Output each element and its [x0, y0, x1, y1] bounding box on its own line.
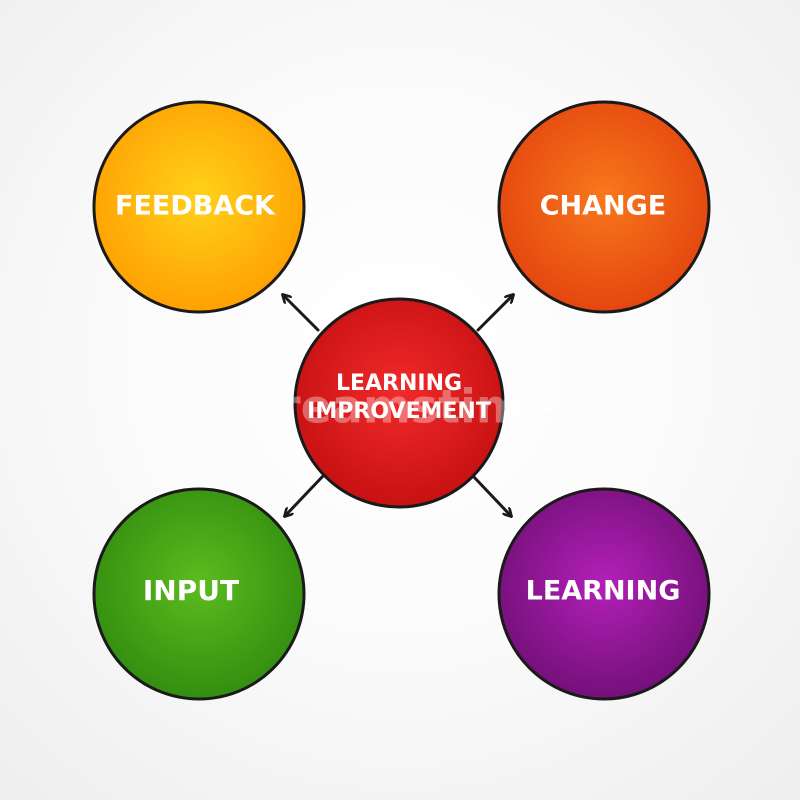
connector-arrows [283, 295, 513, 516]
node-learning: LEARNING [497, 487, 711, 701]
node-change-circle [497, 100, 711, 314]
center-node: LEARNING IMPROVEMENT [293, 297, 505, 509]
watermark: dreamstime [245, 380, 555, 434]
node-feedback-label: FEEDBACK [115, 191, 276, 222]
arrow-to-learning [471, 474, 511, 516]
node-feedback-circle [92, 100, 306, 314]
node-input: INPUT [92, 487, 306, 701]
node-change: CHANGE [497, 100, 711, 314]
node-learning-label: LEARNING [526, 576, 681, 607]
center-node-label-line2: IMPROVEMENT [307, 399, 491, 424]
arrow-to-change [476, 295, 513, 332]
arrow-to-feedback [283, 295, 320, 332]
node-input-circle [92, 487, 306, 701]
center-node-circle [293, 297, 505, 509]
node-feedback: FEEDBACK [92, 100, 306, 314]
node-input-label: INPUT [143, 574, 239, 607]
node-change-label: CHANGE [540, 191, 667, 222]
center-node-label-line1: LEARNING [336, 371, 462, 396]
arrow-to-input [285, 474, 325, 516]
node-learning-circle [497, 487, 711, 701]
